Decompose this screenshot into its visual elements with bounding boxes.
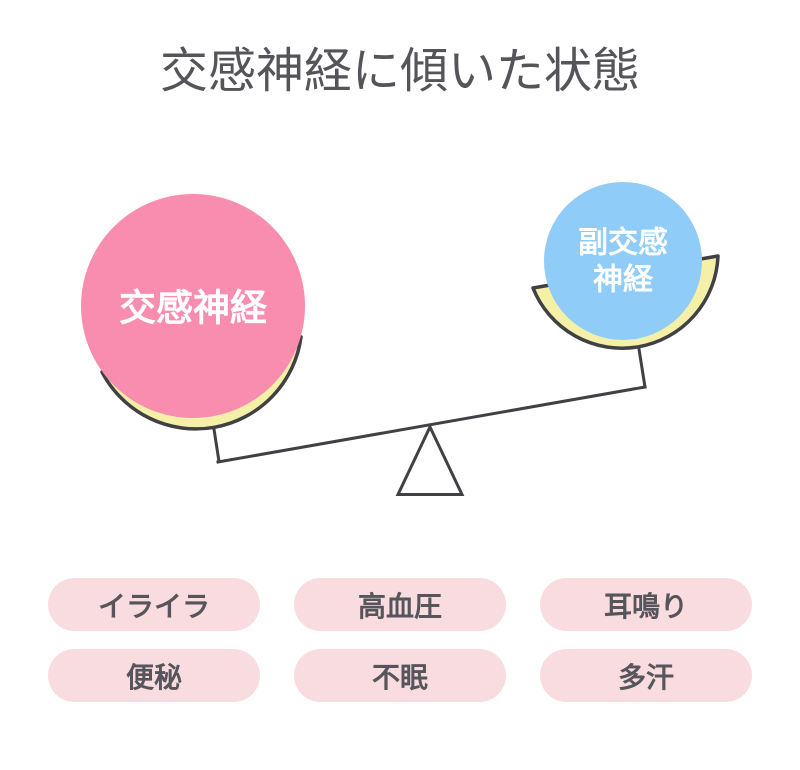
- sympathetic-ball: [81, 194, 305, 418]
- parasympathetic-ball-label-line1: 副交感: [578, 226, 668, 261]
- symptom-pill-insomnia: 不眠: [294, 649, 506, 702]
- symptom-pill-irritability: イライラ: [48, 578, 260, 631]
- symptom-pill-tinnitus: 耳鳴り: [540, 578, 752, 631]
- fulcrum-triangle: [395, 423, 465, 496]
- sympathetic-ball-label: 交感神経: [119, 287, 268, 330]
- left-post-line: [211, 424, 221, 464]
- beam-line: [216, 385, 647, 464]
- right-post-line: [636, 344, 647, 389]
- parasympathetic-ball: [544, 182, 702, 340]
- symptom-pill-excessive-sweating: 多汗: [540, 649, 752, 702]
- page-title: 交感神経に傾いた状態: [159, 43, 640, 99]
- parasympathetic-ball-label-line2: 神経: [593, 263, 654, 298]
- symptom-pill-high-blood-pressure: 高血圧: [294, 578, 506, 631]
- symptom-pill-constipation: 便秘: [48, 649, 260, 702]
